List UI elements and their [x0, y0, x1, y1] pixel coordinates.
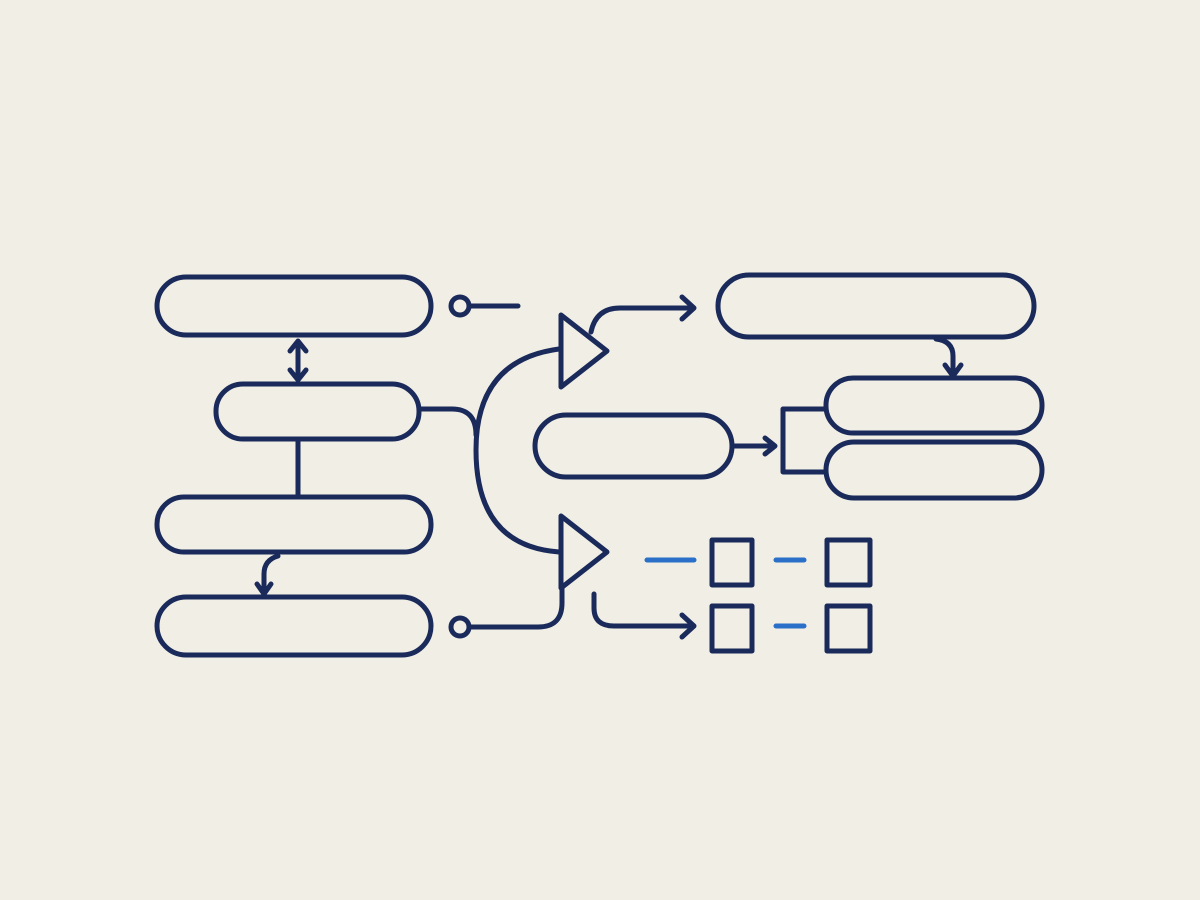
upper-output-arrow: [588, 294, 697, 335]
square-icon: [824, 537, 873, 588]
connector-dot-icon: [448, 615, 472, 639]
lower-output-arrow: [591, 591, 697, 640]
square-grid: [644, 537, 873, 654]
left-box-4: [154, 594, 434, 658]
left-box-2: [213, 381, 422, 442]
square-icon: [709, 537, 755, 588]
square-icon: [709, 603, 755, 654]
left-box-3: [154, 494, 434, 555]
group-bracket: [780, 406, 831, 475]
branching-curves: [418, 346, 562, 555]
right-box-b: [823, 439, 1045, 501]
middle-box: [532, 412, 735, 480]
bottom-connector: [448, 582, 565, 639]
connector-dot-icon: [448, 294, 472, 318]
curved-arrow-down: [254, 553, 281, 597]
square-icon: [824, 603, 873, 654]
curved-arrow-right: [933, 336, 964, 379]
right-box-top: [715, 272, 1037, 340]
bidirectional-arrow: [287, 338, 309, 383]
left-box-1: [154, 274, 434, 338]
triangle-icon: [558, 513, 610, 591]
right-box-a: [823, 375, 1045, 436]
top-connector: [448, 294, 521, 318]
left-column: [154, 274, 434, 658]
triangle-icon: [558, 312, 610, 390]
middle-to-bracket-arrow: [731, 435, 778, 457]
